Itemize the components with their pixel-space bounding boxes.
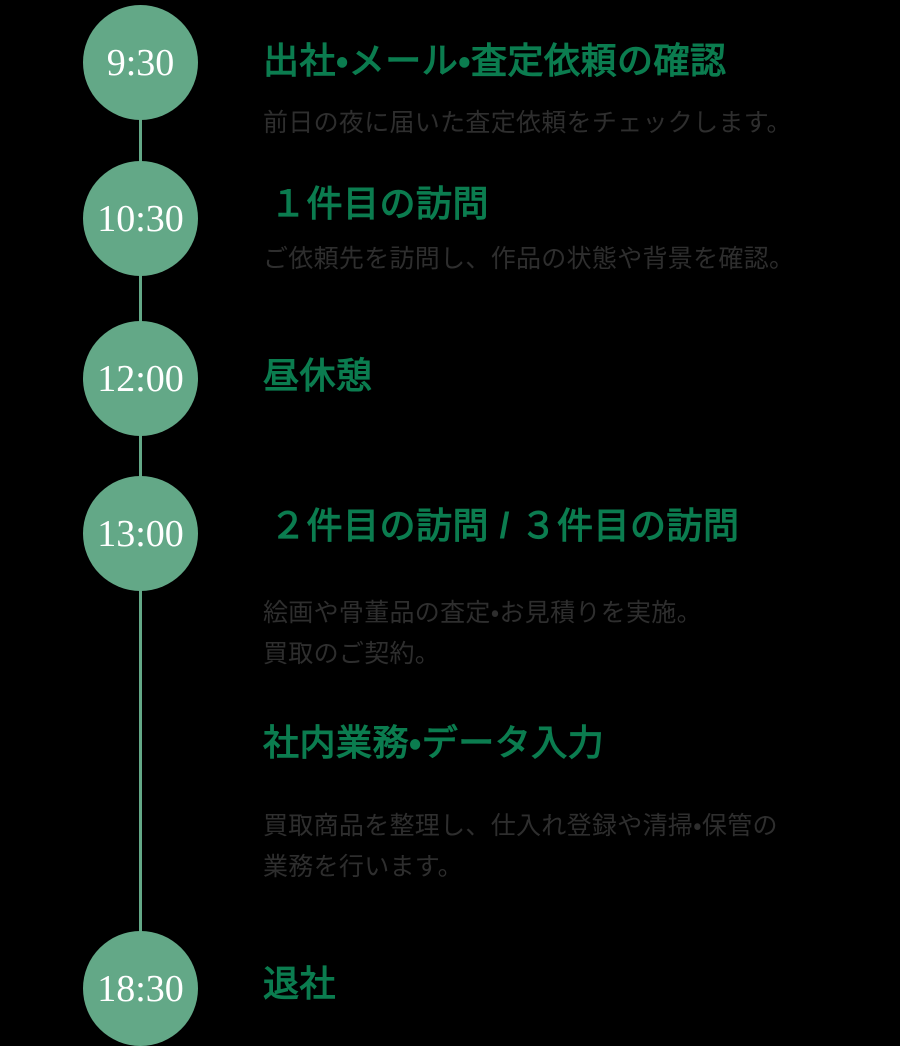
timeline-node-1200[interactable]: 12:00	[83, 321, 198, 436]
timeline-entry-arrival-description: 前日の夜に届いた査定依頼をチェックします。	[263, 103, 883, 144]
timeline-entry-lunch-break[interactable]: 昼休憩	[263, 355, 883, 396]
timeline-entry-arrival[interactable]: 出社・メール・査定依頼の確認	[263, 40, 883, 81]
timeline-rail-segment-4	[139, 589, 142, 933]
timeline-node-1030[interactable]: 10:30	[83, 161, 198, 276]
timeline-node-1300[interactable]: 13:00	[83, 476, 198, 591]
description-line: 業務を行います。	[263, 853, 463, 881]
timeline-entry-title: 社内業務・データ入力	[263, 722, 605, 763]
timeline-entry-title: １件目の訪問	[270, 183, 490, 224]
description-line: 絵画や骨董品の査定・お見積りを実施。	[263, 599, 702, 627]
timeline-entry-description: 絵画や骨董品の査定・お見積りを実施。 買取のご契約。	[263, 593, 883, 675]
timeline-entry-title: ２件目の訪問 / ３件目の訪問	[270, 505, 740, 546]
timeline-entry-title: 出社・メール・査定依頼の確認	[263, 40, 727, 81]
timeline-entry-description: 前日の夜に届いた査定依頼をチェックします。	[263, 103, 883, 144]
timeline-entry-title: 退社	[263, 963, 337, 1004]
description-line: 前日の夜に届いた査定依頼をチェックします。	[263, 109, 792, 137]
timeline-node-0930[interactable]: 9:30	[83, 5, 198, 120]
timeline-entry-first-visit[interactable]: １件目の訪問	[270, 183, 890, 224]
timeline-entry-title: 昼休憩	[263, 355, 373, 396]
description-line: 買取商品を整理し、仕入れ登録や清掃・保管の	[263, 812, 778, 840]
timeline-node-time-label: 12:00	[97, 357, 184, 400]
timeline-node-time-label: 10:30	[97, 197, 184, 240]
timeline-entry-office-work[interactable]: 社内業務・データ入力	[263, 722, 883, 763]
timeline-entry-description: 買取商品を整理し、仕入れ登録や清掃・保管の 業務を行います。	[263, 806, 883, 888]
description-line: ご依頼先を訪問し、作品の状態や背景を確認。	[263, 245, 795, 273]
description-line: 買取のご契約。	[263, 640, 441, 668]
timeline-node-1830[interactable]: 18:30	[83, 931, 198, 1046]
timeline-rail-segment-1	[139, 118, 142, 162]
timeline-node-time-label: 13:00	[97, 512, 184, 555]
timeline-rail-segment-2	[139, 274, 142, 322]
timeline-entry-description: ご依頼先を訪問し、作品の状態や背景を確認。	[263, 239, 883, 280]
timeline-entry-second-third-visit-description: 絵画や骨董品の査定・お見積りを実施。 買取のご契約。	[263, 593, 883, 675]
timeline-entry-departure[interactable]: 退社	[263, 963, 883, 1004]
timeline-entry-second-third-visit[interactable]: ２件目の訪問 / ３件目の訪問	[270, 505, 890, 546]
timeline-rail-segment-3	[139, 434, 142, 477]
timeline-entry-office-work-description: 買取商品を整理し、仕入れ登録や清掃・保管の 業務を行います。	[263, 806, 883, 888]
timeline-entry-first-visit-description: ご依頼先を訪問し、作品の状態や背景を確認。	[263, 239, 883, 280]
timeline-node-time-label: 18:30	[97, 967, 184, 1010]
timeline-node-time-label: 9:30	[106, 41, 175, 84]
